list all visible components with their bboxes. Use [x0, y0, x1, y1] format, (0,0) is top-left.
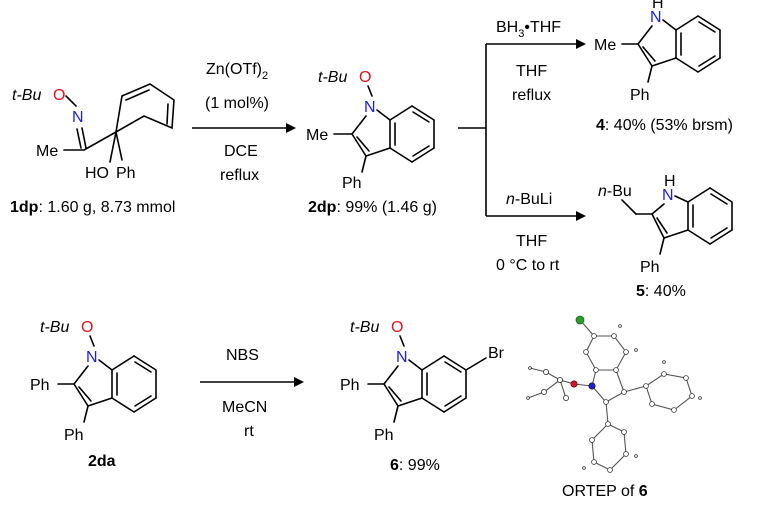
- oxygen-atom: O: [391, 319, 403, 336]
- branch-arrows: [458, 39, 586, 221]
- rxn1-temp: reflux: [220, 167, 259, 184]
- phenyl-label: Ph: [342, 175, 362, 192]
- compound-5-caption: 5: 40%: [636, 283, 686, 300]
- hydrogen-label: H: [652, 0, 664, 12]
- rxnA-reagent: BH3•THF: [496, 19, 561, 40]
- rxn2-solvent: MeCN: [222, 399, 267, 416]
- compound-6-caption: 6: 99%: [390, 457, 440, 474]
- nbu-group-label: n-Bu: [598, 183, 632, 200]
- methyl-label: Me: [594, 37, 616, 54]
- phenyl-label: Ph: [640, 259, 660, 276]
- rxn2-reagent: NBS: [226, 347, 259, 364]
- hydrogen-label: H: [664, 173, 676, 190]
- rxnB-solvent: THF: [516, 233, 547, 250]
- oxygen-atom: O: [53, 87, 65, 104]
- rxnB-reagent: n-BuLi: [506, 191, 552, 208]
- compound-4: N H Me Ph 4: 40% (53% brsm): [594, 0, 733, 134]
- nitrogen-atom: N: [364, 99, 376, 116]
- bromine-label: Br: [488, 345, 505, 362]
- reaction-conditions-b: n-BuLi THF 0 °C to rt: [496, 191, 560, 274]
- rxn2-temp: rt: [244, 423, 254, 440]
- methyl-label: Me: [306, 127, 328, 144]
- compound-2da-caption: 2da: [88, 453, 116, 470]
- nitrogen-atom: N: [396, 349, 408, 366]
- ortep-caption: ORTEP of 6: [562, 483, 648, 500]
- reaction-arrow-2: NBS MeCN rt: [200, 347, 304, 440]
- compound-6: t-Bu O N Br Ph Ph 6: 99%: [340, 319, 505, 474]
- compound-4-caption: 4: 40% (53% brsm): [596, 117, 733, 134]
- tbu-group-label: t-Bu: [12, 87, 41, 104]
- compound-2da: t-Bu O N Ph Ph 2da: [30, 319, 157, 470]
- phenyl-label: Ph: [116, 165, 136, 182]
- compound-1dp: t-Bu O N Me HO Ph 1dp: 1.60 g, 8.73 mmol: [10, 83, 175, 216]
- oxygen-atom: O: [359, 69, 371, 86]
- compound-2dp-caption: 2dp: 99% (1.46 g): [308, 199, 437, 216]
- compound-2dp: t-Bu O N Me Ph 2dp: 99% (1.46 g): [306, 69, 437, 216]
- reaction-arrow-1: Zn(OTf)2 (1 mol%) DCE reflux: [192, 61, 296, 184]
- hydroxyl-label: HO: [85, 165, 109, 182]
- phenyl-label: Ph: [30, 377, 50, 394]
- phenyl-label: Ph: [340, 377, 360, 394]
- nitrogen-atom: N: [86, 349, 98, 366]
- compound-5: n-Bu N H Ph 5: 40%: [598, 173, 733, 300]
- rxnA-solvent: THF: [516, 63, 547, 80]
- ortep-structure-image: [526, 315, 702, 473]
- rxn1-reagent: Zn(OTf)2: [206, 61, 268, 82]
- phenyl-label: Ph: [64, 427, 84, 444]
- tbu-group-label: t-Bu: [350, 319, 379, 336]
- oxygen-atom: O: [81, 319, 93, 336]
- rxnB-temp: 0 °C to rt: [496, 257, 560, 274]
- tbu-group-label: t-Bu: [40, 319, 69, 336]
- reaction-conditions-a: BH3•THF THF reflux: [496, 19, 561, 104]
- nitrogen-atom: N: [72, 109, 84, 126]
- nitrogen-atom: N: [662, 187, 674, 204]
- methyl-label: Me: [36, 143, 58, 160]
- tbu-group-label: t-Bu: [318, 69, 347, 86]
- nitrogen-atom: N: [650, 9, 662, 26]
- rxn1-solvent: DCE: [224, 143, 258, 160]
- phenyl-label: Ph: [630, 87, 650, 104]
- rxn1-loading: (1 mol%): [205, 95, 269, 112]
- phenyl-label: Ph: [374, 427, 394, 444]
- compound-1dp-caption: 1dp: 1.60 g, 8.73 mmol: [10, 199, 175, 216]
- rxnA-temp: reflux: [512, 87, 551, 104]
